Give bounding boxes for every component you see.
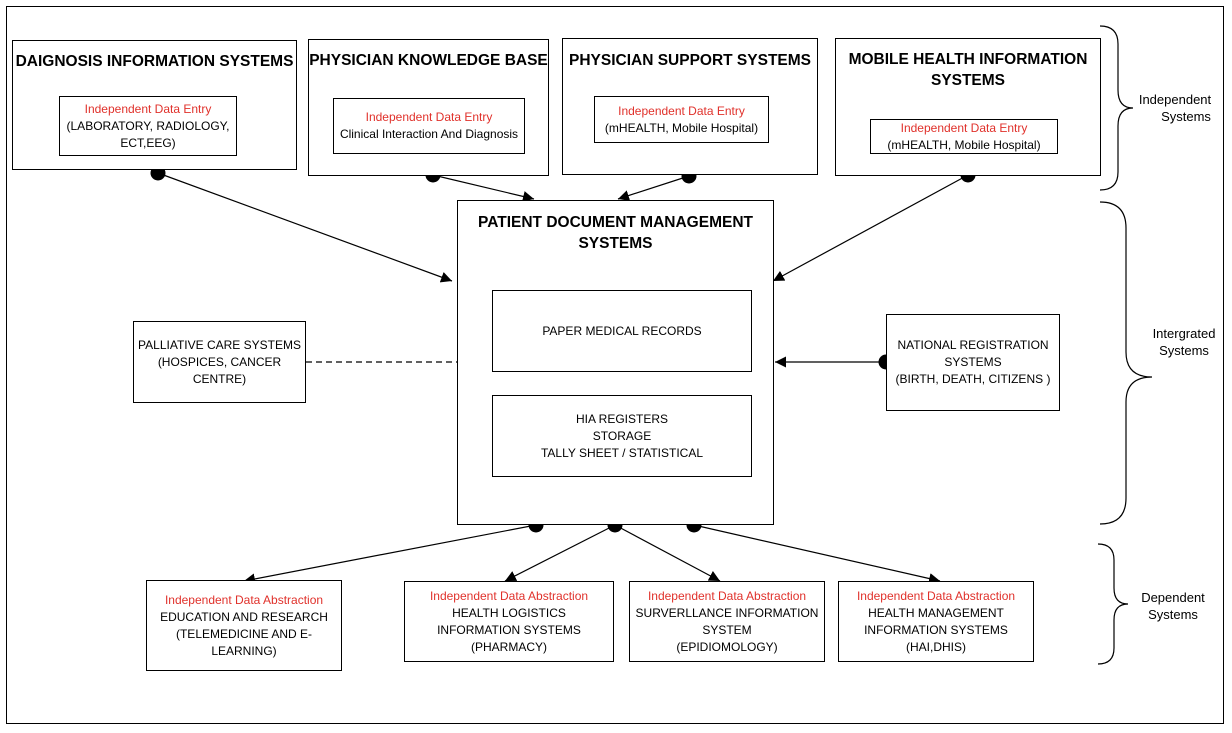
knowledge-entry-box: Independent Data Entry Clinical Interact…: [333, 98, 525, 154]
diagram-frame: [6, 6, 1224, 724]
hmis-head: Independent Data Abstraction: [856, 588, 1016, 603]
diagnosis-detail-line-1: (LABORATORY, RADIOLOGY,: [66, 118, 230, 133]
brace-independent: [1099, 25, 1134, 191]
independent-systems-label: Independent Systems: [1120, 91, 1230, 125]
mobile-entry-box: Independent Data Entry (mHEALTH, Mobile …: [870, 119, 1058, 154]
national-line-2: SYSTEMS: [944, 355, 1002, 369]
mobile-health-information-systems-box: MOBILE HEALTH INFORMATION SYSTEMS Indepe…: [835, 38, 1101, 176]
surveillance-line-2: SYSTEM: [702, 622, 752, 637]
connector-surveillance: [614, 524, 721, 582]
integrated-systems-label: Intergrated Systems: [1136, 325, 1232, 359]
education-research-box: Independent Data Abstraction EDUCATION A…: [146, 580, 342, 671]
brace-dependent: [1097, 543, 1129, 665]
surveillance-head: Independent Data Abstraction: [647, 588, 807, 603]
diagnosis-title: DAIGNOSIS INFORMATION SYSTEMS: [15, 53, 294, 70]
independent-label-line-1: Independent: [1138, 92, 1212, 107]
palliative-line-1: PALLIATIVE CARE SYSTEMS: [138, 337, 301, 352]
central-title-line-2: SYSTEMS: [578, 235, 653, 252]
independent-label-line-2: Systems: [1161, 109, 1211, 124]
national-line-1: NATIONAL REGISTRATION: [897, 338, 1049, 352]
connector-knowledge: [432, 174, 535, 202]
diagnosis-entry-box: Independent Data Entry (LABORATORY, RADI…: [59, 96, 237, 156]
education-head: Independent Data Abstraction: [164, 592, 324, 607]
dependent-label-line-2: Systems: [1148, 607, 1198, 622]
integrated-label-line-2: Systems: [1159, 343, 1209, 358]
surveillance-line-3: (EPIDIOMOLOGY): [676, 639, 778, 654]
knowledge-detail-line-1: Clinical Interaction And Diagnosis: [339, 127, 519, 141]
support-entry-box: Independent Data Entry (mHEALTH, Mobile …: [594, 96, 769, 143]
connector-mobile: [772, 174, 969, 282]
hia-line-3: TALLY SHEET / STATISTICAL: [540, 445, 704, 460]
paper-medical-records-box: PAPER MEDICAL RECORDS: [492, 290, 752, 372]
paper-medical-records-label: PAPER MEDICAL RECORDS: [542, 323, 702, 338]
logistics-line-3: (PHARMACY): [470, 639, 547, 654]
surveillance-information-box: Independent Data Abstraction SURVERLLANC…: [629, 581, 825, 662]
hia-registers-box: HIA REGISTERS STORAGE TALLY SHEET / STAT…: [492, 395, 752, 477]
connector-logistics: [504, 524, 616, 582]
physician-knowledge-base-box: PHYSICIAN KNOWLEDGE BASE Independent Dat…: [308, 39, 549, 176]
connector-diagnosis: [157, 172, 453, 283]
support-entry-label: Independent Data Entry: [618, 103, 745, 118]
palliative-line-2: (HOSPICES, CANCER CENTRE): [157, 354, 282, 386]
support-title: PHYSICIAN SUPPORT SYSTEMS: [568, 52, 811, 69]
connector-education: [243, 524, 537, 585]
knowledge-title: PHYSICIAN KNOWLEDGE BASE: [309, 52, 548, 69]
mobile-entry-label: Independent Data Entry: [900, 120, 1028, 135]
physician-support-systems-box: PHYSICIAN SUPPORT SYSTEMS Independent Da…: [562, 38, 818, 175]
patient-document-management-systems-box: PATIENT DOCUMENT MANAGEMENT SYSTEMS PAPE…: [457, 200, 774, 525]
connector-support: [617, 175, 690, 201]
education-line-2: (TELEMEDICINE AND E-LEARNING): [175, 626, 313, 658]
hia-line-2: STORAGE: [592, 428, 652, 443]
central-title-line-1: PATIENT DOCUMENT MANAGEMENT: [478, 214, 753, 231]
hia-line-1: HIA REGISTERS: [575, 411, 669, 426]
mobile-detail-line-1: (mHEALTH, Mobile Hospital): [887, 137, 1041, 152]
national-line-3: (BIRTH, DEATH, CITIZENS ): [895, 372, 1051, 386]
diagnosis-information-systems-box: DAIGNOSIS INFORMATION SYSTEMS Independen…: [12, 40, 297, 170]
brace-integrated: [1099, 201, 1153, 525]
dependent-systems-label: Dependent Systems: [1118, 589, 1228, 623]
diagnosis-entry-label: Independent Data Entry: [84, 101, 212, 116]
hmis-line-3: (HAI,DHIS): [906, 639, 966, 654]
health-logistics-box: Independent Data Abstraction HEALTH LOGI…: [404, 581, 614, 662]
palliative-care-systems-box: PALLIATIVE CARE SYSTEMS (HOSPICES, CANCE…: [133, 321, 306, 403]
logistics-head: Independent Data Abstraction: [429, 588, 589, 603]
hmis-line-1: HEALTH MANAGEMENT: [868, 605, 1004, 620]
knowledge-entry-label: Independent Data Entry: [365, 110, 493, 124]
health-management-information-box: Independent Data Abstraction HEALTH MANA…: [838, 581, 1034, 662]
national-registration-systems-box: NATIONAL REGISTRATION SYSTEMS (BIRTH, DE…: [886, 314, 1060, 411]
mobile-title-line-1: MOBILE HEALTH INFORMATION: [848, 51, 1088, 68]
hmis-line-2: INFORMATION SYSTEMS: [864, 622, 1008, 637]
surveillance-line-1: SURVERLLANCE INFORMATION: [635, 605, 819, 620]
integrated-label-line-1: Intergrated: [1152, 326, 1216, 341]
connector-hmis: [693, 524, 941, 584]
logistics-line-2: INFORMATION SYSTEMS: [437, 622, 581, 637]
mobile-title-line-2: SYSTEMS: [930, 72, 1006, 89]
support-detail-line-1: (mHEALTH, Mobile Hospital): [604, 120, 759, 135]
education-line-1: EDUCATION AND RESEARCH: [160, 609, 328, 624]
dependent-label-line-1: Dependent: [1141, 590, 1205, 605]
logistics-line-1: HEALTH LOGISTICS: [452, 605, 566, 620]
diagnosis-detail-line-2: ECT,EEG): [120, 135, 176, 150]
